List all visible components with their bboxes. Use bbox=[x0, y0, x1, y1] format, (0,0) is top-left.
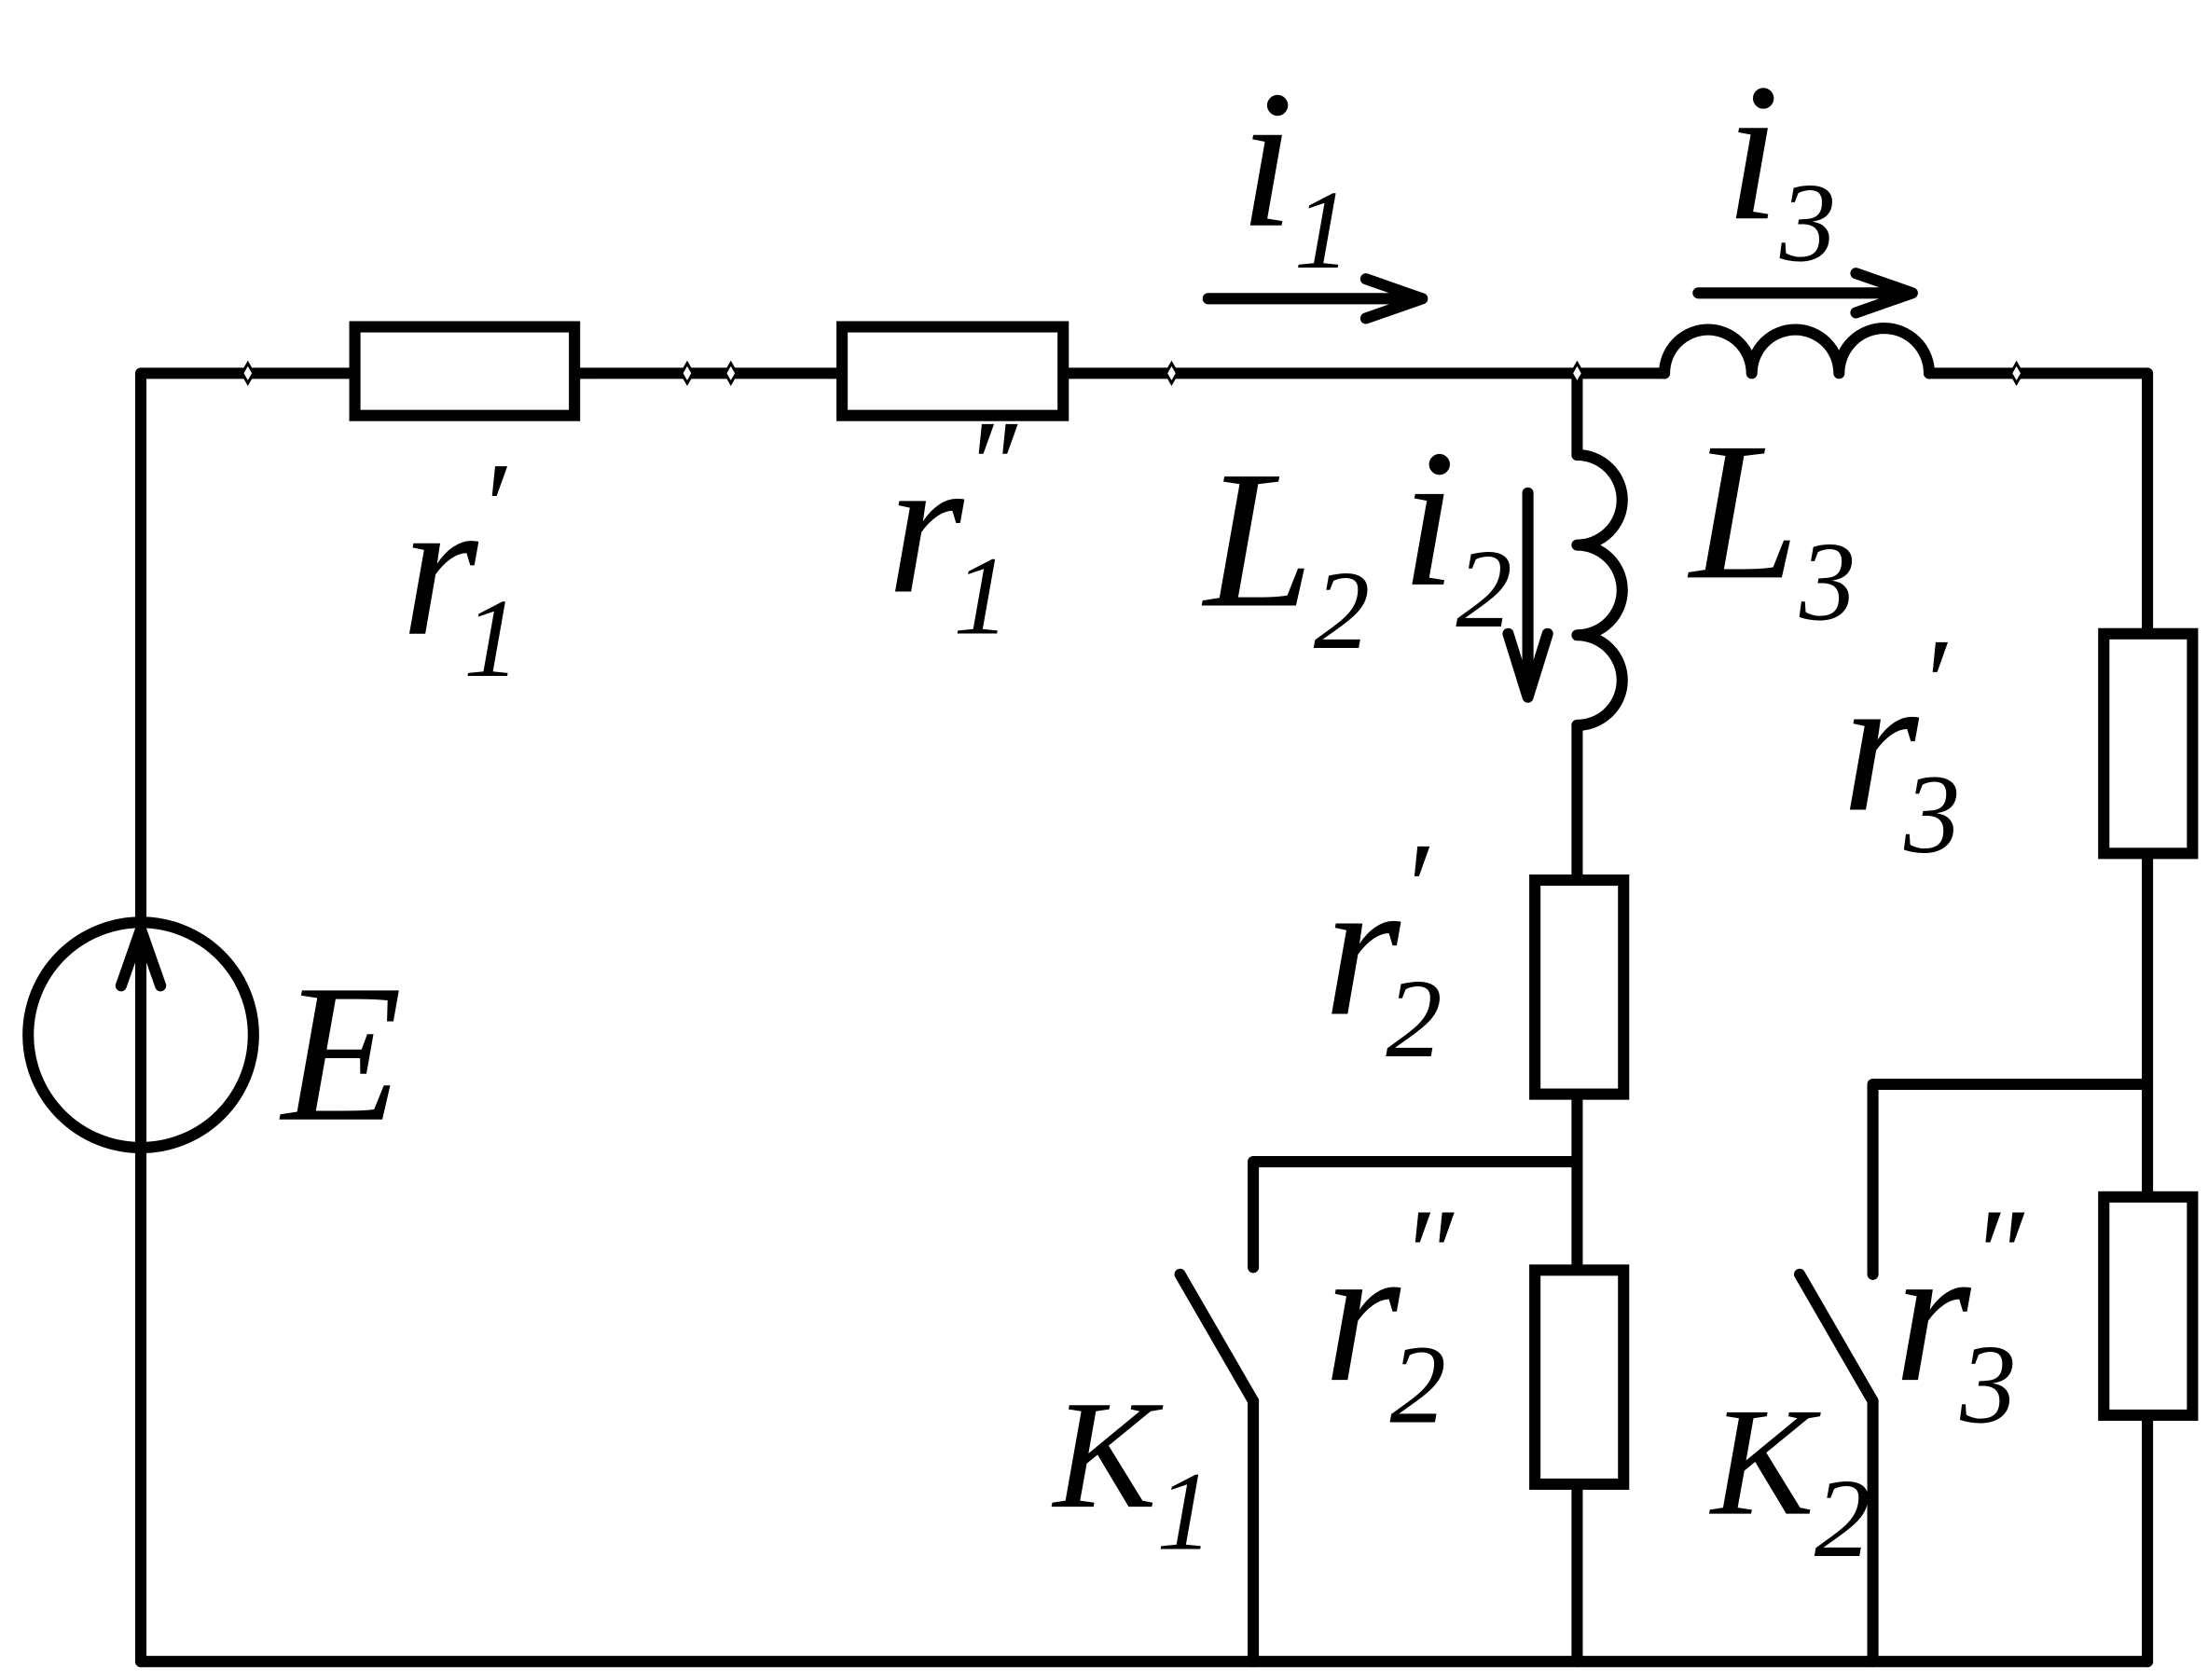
resistor-r2-double-prime bbox=[1529, 1264, 1630, 1490]
label-switch-k1: K1 bbox=[1052, 1369, 1213, 1574]
wire-k1-bypass bbox=[1248, 1156, 1583, 1274]
wire-left-top bbox=[134, 367, 358, 1668]
arrow-i3-icon bbox=[1692, 268, 1918, 319]
label-current-i1: i1 bbox=[1239, 50, 1350, 293]
label-resistor-r2-double-prime: r″2 bbox=[1324, 1184, 1455, 1448]
resistor-r3-double-prime bbox=[2098, 1191, 2199, 1421]
label-resistor-r3-prime: r′3 bbox=[1842, 613, 1960, 877]
resistor-r1-prime bbox=[349, 321, 581, 421]
label-inductor-l2: L2 bbox=[1201, 431, 1370, 673]
label-switch-k2: K2 bbox=[1709, 1376, 1870, 1581]
label-current-i2: i2 bbox=[1401, 409, 1512, 652]
inductor-l3 bbox=[1659, 323, 1936, 379]
label-resistor-r3-double-prime: r″3 bbox=[1894, 1184, 2024, 1448]
label-source-e: E bbox=[279, 944, 402, 1163]
junction-markers bbox=[241, 360, 2024, 386]
label-inductor-l3: L3 bbox=[1687, 402, 1856, 644]
arrow-i2-icon bbox=[1502, 487, 1553, 703]
arrow-i1-icon bbox=[1202, 273, 1428, 324]
resistor-r2-prime bbox=[1529, 874, 1630, 1100]
label-resistor-r1-double-prime: r″1 bbox=[887, 395, 1017, 659]
switch-k2 bbox=[1793, 1268, 1879, 1407]
wire-k2-bypass bbox=[1867, 1078, 2154, 1280]
source-arrow-icon bbox=[115, 923, 167, 992]
inductor-l2 bbox=[1571, 448, 1628, 731]
label-resistor-r1-prime: r′1 bbox=[401, 437, 519, 701]
resistor-r1-double-prime bbox=[836, 321, 1070, 421]
label-resistor-r2-prime: r′2 bbox=[1324, 818, 1442, 1081]
wire-top-right bbox=[1923, 367, 2154, 640]
resistor-r3-prime bbox=[2098, 627, 2199, 860]
label-current-i3: i3 bbox=[1725, 43, 1836, 285]
switch-k1 bbox=[1174, 1268, 1260, 1407]
voltage-source-e bbox=[22, 916, 259, 1154]
